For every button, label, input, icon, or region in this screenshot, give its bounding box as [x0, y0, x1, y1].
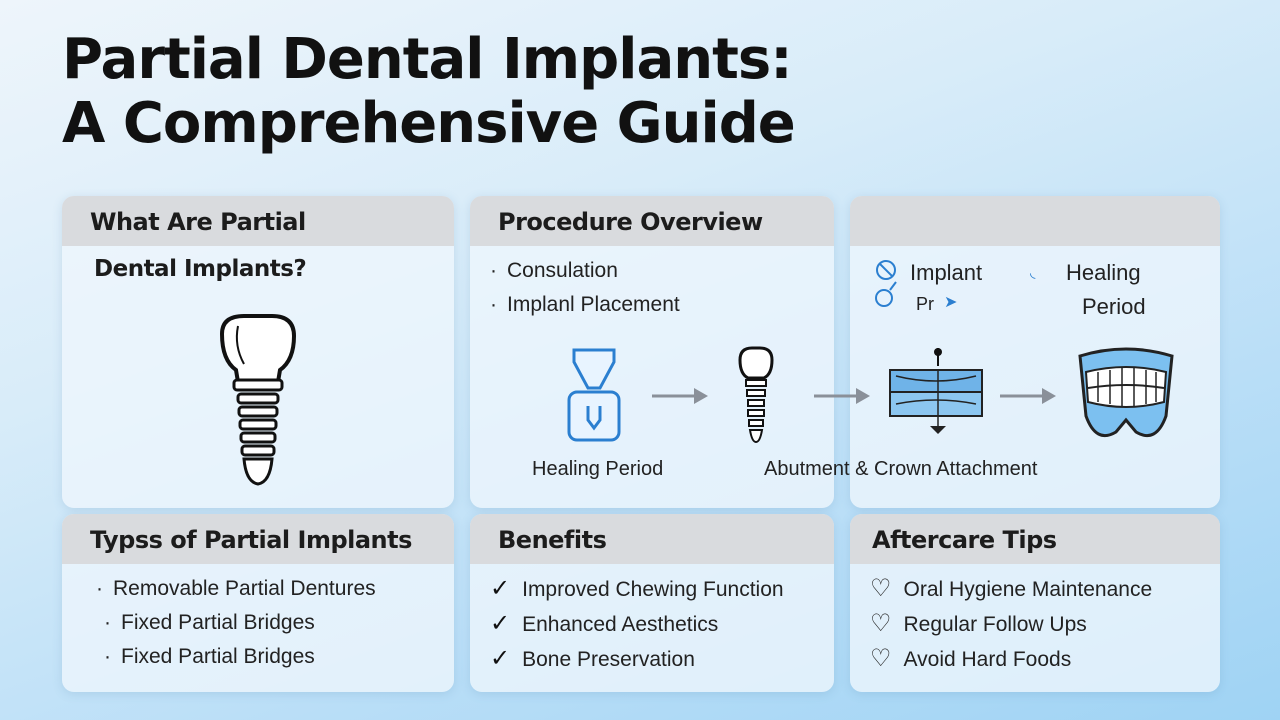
check-icon: ✓ — [490, 610, 511, 637]
types-item-text: Fixed Partial Bridges — [121, 611, 315, 634]
what-heading-text: What Are Partial — [90, 208, 306, 236]
page-title: Partial Dental Implants: A Comprehensive… — [62, 27, 796, 156]
legend-healing: Healing — [1066, 260, 1141, 285]
implant-icon — [219, 314, 297, 486]
aftercare-item: ♡ Oral Hygiene Maintenance — [870, 572, 1152, 607]
abutment-crown-label: Abutment & Crown Attachment — [764, 458, 1038, 480]
what-heading: What Are Partial — [62, 196, 454, 246]
healing-period-label: Healing Period — [532, 458, 664, 480]
aftercare-list: ♡ Oral Hygiene Maintenance ♡ Regular Follo… — [870, 572, 1152, 677]
aftercare-item-text: Oral Hygiene Maintenance — [903, 578, 1153, 601]
benefits-item: ✓ Bone Preservation — [490, 642, 784, 677]
legend-dot: ◟ — [1030, 264, 1036, 280]
legend-implant-sub: Pr — [916, 294, 934, 314]
aftercare-heading: Aftercare Tips — [850, 514, 1220, 564]
stages-heading — [850, 196, 1220, 246]
heart-icon: ♡ — [870, 610, 892, 637]
procedure-step: ·Consulation — [490, 259, 618, 282]
procedure-heading: Procedure Overview — [470, 196, 834, 246]
benefits-list: ✓ Improved Chewing Function ✓ Enhanced Aes… — [490, 572, 784, 677]
heart-icon: ♡ — [870, 575, 892, 602]
procedure-steps: ·Consulation ·Implanl Placement — [490, 254, 680, 322]
teeth-icon — [1078, 347, 1174, 437]
aftercare-card: Aftercare Tips ♡ Oral Hygiene Maintenance… — [850, 514, 1220, 692]
bone-graft-icon — [889, 348, 983, 434]
types-item-text: Removable Partial Dentures — [113, 577, 376, 600]
arrow-icon — [652, 388, 708, 404]
arrow-icon — [814, 388, 870, 404]
check-icon: ✓ — [490, 575, 511, 602]
arrow-glyph: ➤ — [944, 294, 958, 311]
aftercare-item-text: Avoid Hard Foods — [903, 648, 1072, 671]
benefits-item: ✓ Enhanced Aesthetics — [490, 607, 784, 642]
benefits-item-text: Bone Preservation — [522, 648, 695, 671]
benefits-item: ✓ Improved Chewing Function — [490, 572, 784, 607]
legend-implant: Implant — [910, 260, 983, 285]
benefits-item-text: Improved Chewing Function — [522, 578, 784, 601]
title-line-1: Partial Dental Implants: — [62, 27, 793, 92]
types-item: ·Fixed Partial Bridges — [104, 611, 315, 634]
procedure-step-text: Implanl Placement — [507, 293, 680, 316]
types-item: ·Fixed Partial Bridges — [104, 645, 315, 668]
consultation-icon — [567, 348, 621, 442]
types-item-text: Fixed Partial Bridges — [121, 645, 315, 668]
types-card: Typss of Partial Implants ·Removable Par… — [62, 514, 454, 692]
procedure-card: Procedure Overview ·Consulation ·Implanl… — [470, 196, 834, 508]
aftercare-item: ♡ Avoid Hard Foods — [870, 642, 1152, 677]
benefits-heading: Benefits — [470, 514, 834, 564]
what-subheading: Dental Implants? — [94, 256, 307, 282]
check-icon: ✓ — [490, 645, 511, 672]
procedure-step-text: Consulation — [507, 259, 618, 282]
what-card: What Are Partial Dental Implants? — [62, 196, 454, 508]
benefits-card: Benefits ✓ Improved Chewing Function ✓ Enh… — [470, 514, 834, 692]
types-list: ·Removable Partial Dentures ·Fixed Parti… — [96, 572, 376, 674]
benefits-item-text: Enhanced Aesthetics — [522, 613, 719, 636]
legend-healing-sub: Period — [1082, 294, 1146, 319]
title-line-2: A Comprehensive Guide — [62, 91, 796, 156]
types-item: ·Removable Partial Dentures — [96, 577, 376, 600]
stethoscope-icon — [875, 260, 897, 307]
procedure-step: ·Implanl Placement — [490, 293, 680, 316]
aftercare-item-text: Regular Follow Ups — [903, 613, 1087, 636]
implant-icon — [738, 346, 774, 444]
arrow-icon — [1000, 388, 1056, 404]
aftercare-item: ♡ Regular Follow Ups — [870, 607, 1152, 642]
types-heading: Typss of Partial Implants — [62, 514, 454, 564]
heart-icon: ♡ — [870, 645, 892, 672]
